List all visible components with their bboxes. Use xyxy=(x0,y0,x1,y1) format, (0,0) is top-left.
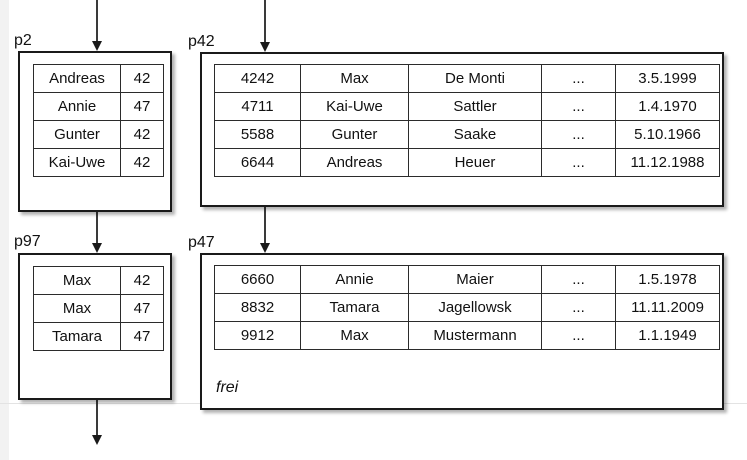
cell-id: 9912 xyxy=(214,321,301,350)
table-row[interactable]: Tamara 47 xyxy=(33,322,164,351)
cell-lastname: De Monti xyxy=(408,64,542,93)
cell-id: 8832 xyxy=(214,293,301,322)
cell-more: ... xyxy=(541,321,616,350)
table-row[interactable]: Andreas 42 xyxy=(33,64,164,93)
cell-firstname: Gunter xyxy=(300,120,409,149)
cell-name: Andreas xyxy=(33,64,121,93)
table-row[interactable]: Max 47 xyxy=(33,294,164,323)
cell-name: Max xyxy=(33,266,121,295)
page-box-p2[interactable]: Andreas 42 Annie 47 Gunter 42 Kai-Uwe 42 xyxy=(18,51,172,212)
cell-hash: 42 xyxy=(120,120,164,149)
cell-id: 6660 xyxy=(214,265,301,294)
page-label-p97: p97 xyxy=(14,233,41,250)
page-label-p47: p47 xyxy=(188,234,215,251)
cell-hash: 47 xyxy=(120,92,164,121)
cell-lastname: Heuer xyxy=(408,148,542,177)
cell-id: 6644 xyxy=(214,148,301,177)
cell-name: Tamara xyxy=(33,322,121,351)
cell-date: 1.4.1970 xyxy=(615,92,720,121)
cell-firstname: Kai-Uwe xyxy=(300,92,409,121)
free-space-label: frei xyxy=(216,379,239,396)
cell-more: ... xyxy=(541,265,616,294)
table-row[interactable]: 6644 Andreas Heuer ... 11.12.1988 xyxy=(214,148,720,177)
table-row[interactable]: 8832 Tamara Jagellowsk ... 11.11.2009 xyxy=(214,293,720,322)
cell-firstname: Max xyxy=(300,321,409,350)
cell-date: 3.5.1999 xyxy=(615,64,720,93)
cell-id: 4242 xyxy=(214,64,301,93)
table-p2: Andreas 42 Annie 47 Gunter 42 Kai-Uwe 42 xyxy=(33,64,164,177)
page-label-p2: p2 xyxy=(14,32,32,49)
table-row[interactable]: Kai-Uwe 42 xyxy=(33,148,164,177)
table-row[interactable]: 4711 Kai-Uwe Sattler ... 1.4.1970 xyxy=(214,92,720,121)
cell-hash: 47 xyxy=(120,294,164,323)
table-row[interactable]: 5588 Gunter Saake ... 5.10.1966 xyxy=(214,120,720,149)
cell-date: 11.12.1988 xyxy=(615,148,720,177)
table-p42: 4242 Max De Monti ... 3.5.1999 4711 Kai-… xyxy=(214,64,720,177)
cell-date: 1.5.1978 xyxy=(615,265,720,294)
cell-lastname: Maier xyxy=(408,265,542,294)
table-row[interactable]: Max 42 xyxy=(33,266,164,295)
table-row[interactable]: 6660 Annie Maier ... 1.5.1978 xyxy=(214,265,720,294)
table-p97: Max 42 Max 47 Tamara 47 xyxy=(33,266,164,351)
cell-lastname: Sattler xyxy=(408,92,542,121)
cell-lastname: Jagellowsk xyxy=(408,293,542,322)
cell-name: Kai-Uwe xyxy=(33,148,121,177)
cell-firstname: Annie xyxy=(300,265,409,294)
cell-more: ... xyxy=(541,92,616,121)
slide-gutter xyxy=(0,0,9,460)
page-label-p42: p42 xyxy=(188,33,215,50)
cell-more: ... xyxy=(541,293,616,322)
cell-name: Annie xyxy=(33,92,121,121)
cell-hash: 47 xyxy=(120,322,164,351)
table-row[interactable]: Gunter 42 xyxy=(33,120,164,149)
cell-name: Max xyxy=(33,294,121,323)
page-box-p47[interactable]: 6660 Annie Maier ... 1.5.1978 8832 Tamar… xyxy=(200,253,724,410)
cell-id: 4711 xyxy=(214,92,301,121)
table-row[interactable]: Annie 47 xyxy=(33,92,164,121)
cell-name: Gunter xyxy=(33,120,121,149)
cell-firstname: Tamara xyxy=(300,293,409,322)
cell-more: ... xyxy=(541,64,616,93)
cell-more: ... xyxy=(541,148,616,177)
table-p47: 6660 Annie Maier ... 1.5.1978 8832 Tamar… xyxy=(214,265,720,350)
cell-date: 5.10.1966 xyxy=(615,120,720,149)
cell-date: 11.11.2009 xyxy=(615,293,720,322)
cell-lastname: Mustermann xyxy=(408,321,542,350)
table-row[interactable]: 4242 Max De Monti ... 3.5.1999 xyxy=(214,64,720,93)
cell-hash: 42 xyxy=(120,148,164,177)
cell-firstname: Max xyxy=(300,64,409,93)
page-box-p42[interactable]: 4242 Max De Monti ... 3.5.1999 4711 Kai-… xyxy=(200,52,724,207)
cell-lastname: Saake xyxy=(408,120,542,149)
cell-date: 1.1.1949 xyxy=(615,321,720,350)
page-box-p97[interactable]: Max 42 Max 47 Tamara 47 xyxy=(18,253,172,400)
cell-more: ... xyxy=(541,120,616,149)
cell-firstname: Andreas xyxy=(300,148,409,177)
table-row[interactable]: 9912 Max Mustermann ... 1.1.1949 xyxy=(214,321,720,350)
cell-id: 5588 xyxy=(214,120,301,149)
cell-hash: 42 xyxy=(120,266,164,295)
cell-hash: 42 xyxy=(120,64,164,93)
